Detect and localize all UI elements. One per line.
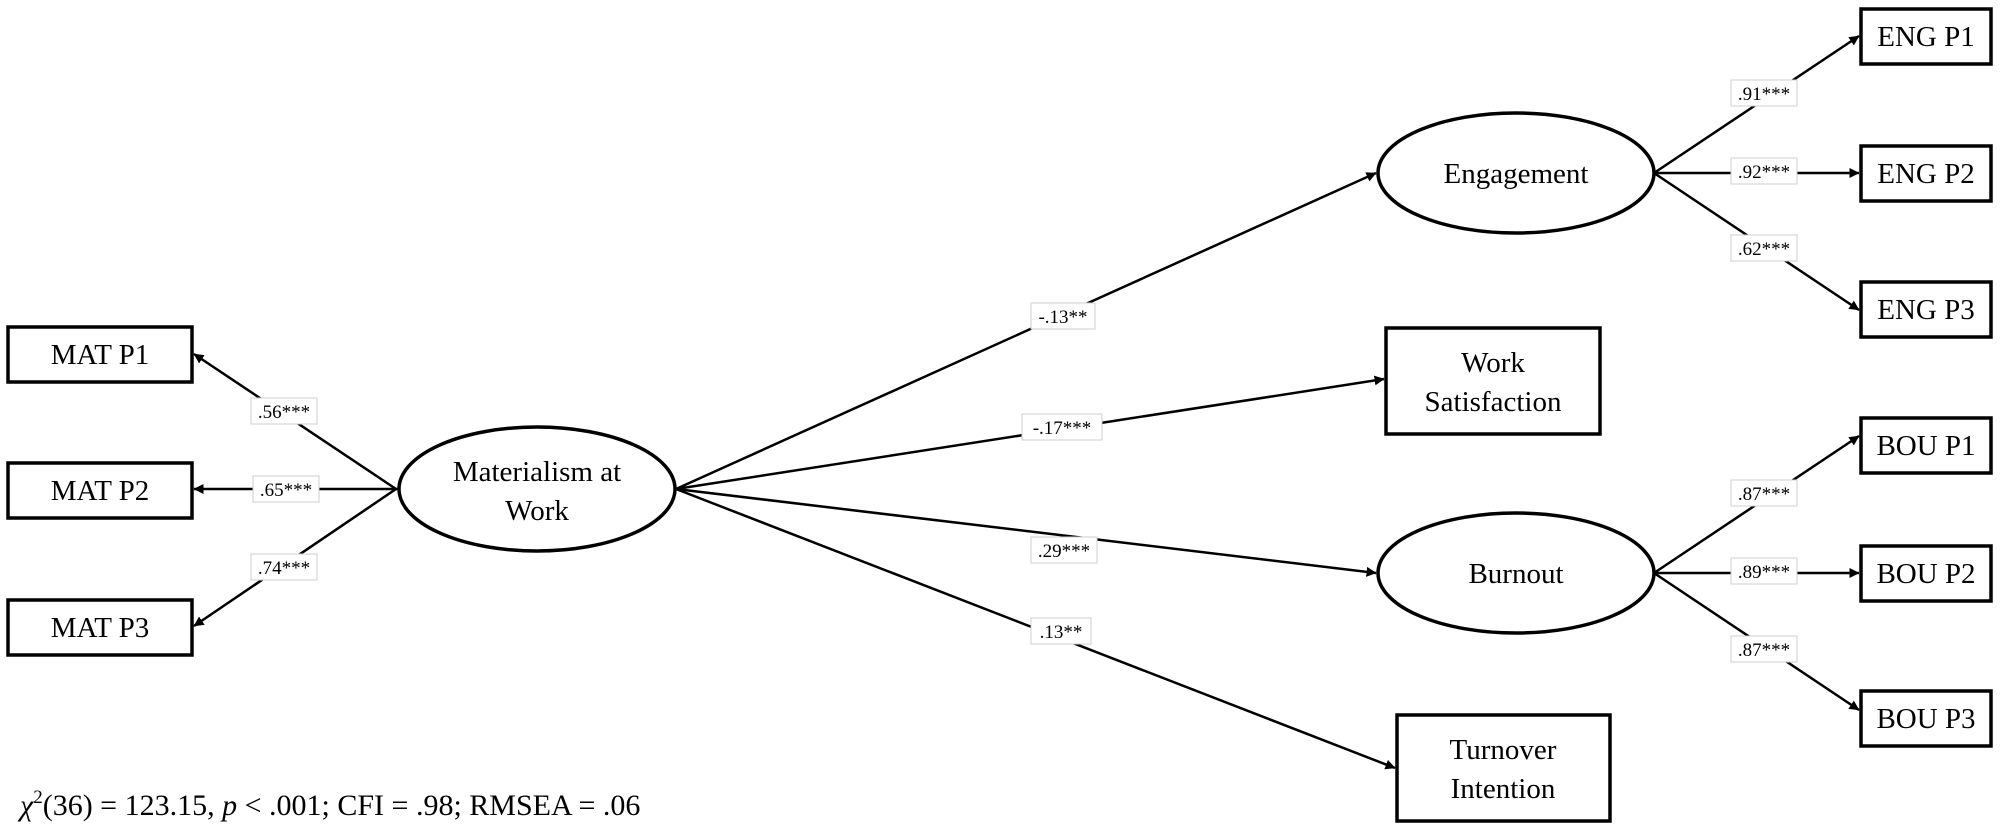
coef-eng-p2-text: .92*** — [1738, 162, 1790, 183]
box-turnover-intention-label-line1: Turnover — [1450, 734, 1557, 766]
coef-mat-p3-text: .74*** — [258, 558, 310, 579]
box-work-satisfaction-label-line2: Satisfaction — [1425, 386, 1562, 418]
coef-bou-p3-text: .87*** — [1738, 640, 1790, 661]
box-mat-p1: MAT P1 — [6, 325, 194, 384]
box-bou-p1: BOU P1 — [1859, 416, 1993, 475]
coef-mat-p2-text: .65*** — [260, 480, 312, 501]
box-bou-p3-label: BOU P3 — [1876, 703, 1975, 735]
box-eng-p2-label: ENG P2 — [1877, 158, 1974, 190]
coef-bou-p3: .87*** — [1730, 635, 1798, 663]
box-bou-p3: BOU P3 — [1859, 689, 1993, 748]
coef-mat-p1-text: .56*** — [258, 402, 310, 423]
box-eng-p2: ENG P2 — [1859, 144, 1993, 203]
path-mat-engagement — [675, 171, 1377, 491]
coef-eng-p1: .91*** — [1730, 79, 1798, 107]
latent-burnout-label: Burnout — [1468, 558, 1563, 590]
latent-materialism-label-line1: Materialism at — [453, 456, 621, 488]
box-work-satisfaction: Work Satisfaction — [1384, 326, 1602, 436]
coef-mat-engagement: -.13** — [1030, 302, 1096, 330]
box-work-satisfaction-label-line1: Work — [1461, 347, 1525, 379]
coef-mat-work-satisfaction-text: -.17*** — [1033, 418, 1092, 439]
coef-bou-p2-text: .89*** — [1738, 562, 1790, 583]
box-bou-p1-label: BOU P1 — [1876, 430, 1975, 462]
coef-mat-turnover: .13** — [1030, 617, 1092, 645]
box-turnover-intention-label-line2: Intention — [1451, 773, 1556, 805]
coef-eng-p1-text: .91*** — [1738, 84, 1790, 105]
latent-engagement: Engagement — [1376, 111, 1656, 235]
coef-eng-p3: .62*** — [1730, 234, 1798, 262]
box-mat-p2: MAT P2 — [6, 461, 194, 520]
model-fit-statistics: χ2(36) = 123.15, p < .001; CFI = .98; RM… — [17, 787, 640, 822]
latent-materialism-at-work: Materialism at Work — [397, 425, 677, 553]
coef-mat-engagement-text: -.13** — [1038, 307, 1087, 328]
coef-mat-p1: .56*** — [250, 397, 318, 425]
box-eng-p1: ENG P1 — [1859, 7, 1993, 66]
box-eng-p3: ENG P3 — [1859, 280, 1993, 339]
box-turnover-intention: Turnover Intention — [1395, 713, 1612, 823]
coef-eng-p3-text: .62*** — [1738, 239, 1790, 260]
box-mat-p3-label: MAT P3 — [51, 612, 150, 644]
box-mat-p2-label: MAT P2 — [51, 475, 150, 507]
chi-square-value: (36) = 123.15, — [43, 789, 222, 822]
coef-mat-work-satisfaction: -.17*** — [1021, 413, 1103, 441]
coef-mat-p2: .65*** — [252, 475, 320, 503]
p-symbol: p — [220, 789, 237, 822]
coef-mat-burnout: .29*** — [1030, 536, 1098, 564]
chi-square-symbol: χ — [17, 789, 34, 822]
coef-bou-p1-text: .87*** — [1738, 484, 1790, 505]
coef-mat-burnout-text: .29*** — [1038, 541, 1090, 562]
latent-engagement-label: Engagement — [1444, 158, 1589, 190]
box-eng-p1-label: ENG P1 — [1877, 21, 1974, 53]
box-eng-p3-label: ENG P3 — [1877, 294, 1974, 326]
coef-eng-p2: .92*** — [1730, 157, 1798, 185]
path-mat-burnout — [675, 487, 1377, 577]
coef-bou-p1: .87*** — [1730, 479, 1798, 507]
latent-burnout: Burnout — [1376, 511, 1656, 635]
box-mat-p1-label: MAT P1 — [51, 339, 150, 371]
coef-mat-p3: .74*** — [250, 553, 318, 581]
latent-materialism-label-line2: Work — [505, 495, 569, 527]
fit-indices: < .001; CFI = .98; RMSEA = .06 — [237, 789, 640, 822]
coef-mat-turnover-text: .13** — [1040, 622, 1083, 643]
coef-bou-p2: .89*** — [1730, 557, 1798, 585]
chi-square-exponent: 2 — [33, 787, 43, 808]
box-mat-p3: MAT P3 — [6, 598, 194, 657]
box-bou-p2: BOU P2 — [1859, 544, 1993, 603]
box-bou-p2-label: BOU P2 — [1876, 558, 1975, 590]
